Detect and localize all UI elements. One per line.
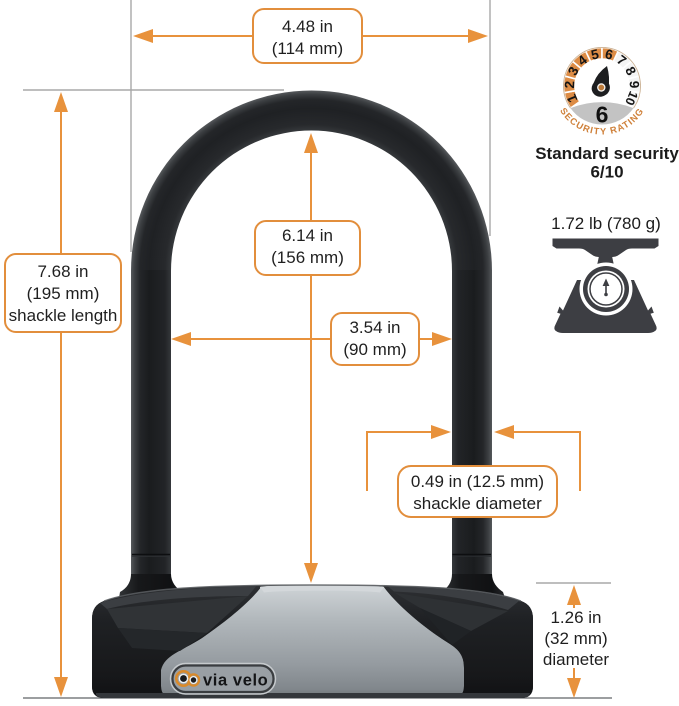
- svg-text:shackle diameter: shackle diameter: [413, 494, 542, 513]
- svg-text:10: 10: [622, 89, 640, 107]
- svg-text:7.68 in: 7.68 in: [37, 262, 88, 281]
- svg-text:Standard security: Standard security: [535, 144, 679, 163]
- svg-text:1.72 lb (780 g): 1.72 lb (780 g): [551, 214, 661, 233]
- svg-text:6.14 in: 6.14 in: [282, 226, 333, 245]
- svg-text:(32 mm): (32 mm): [544, 629, 607, 648]
- svg-text:shackle length: shackle length: [9, 306, 118, 325]
- svg-text:6: 6: [604, 46, 615, 62]
- svg-text:9: 9: [627, 81, 642, 89]
- svg-text:via velo: via velo: [203, 672, 268, 690]
- svg-text:(156 mm): (156 mm): [271, 248, 344, 267]
- svg-text:5: 5: [590, 46, 601, 62]
- svg-text:(114 mm): (114 mm): [272, 39, 343, 58]
- svg-text:4.48 in: 4.48 in: [282, 17, 333, 36]
- svg-text:2: 2: [562, 81, 577, 89]
- svg-text:3.54 in: 3.54 in: [349, 318, 400, 337]
- svg-text:0.49 in (12.5 mm): 0.49 in (12.5 mm): [411, 472, 544, 491]
- svg-text:1.26 in: 1.26 in: [550, 608, 601, 627]
- svg-text:6/10: 6/10: [590, 163, 623, 182]
- svg-text:diameter: diameter: [543, 650, 609, 669]
- svg-text:(195 mm): (195 mm): [27, 284, 100, 303]
- svg-text:(90 mm): (90 mm): [343, 340, 406, 359]
- svg-text:6: 6: [596, 102, 609, 128]
